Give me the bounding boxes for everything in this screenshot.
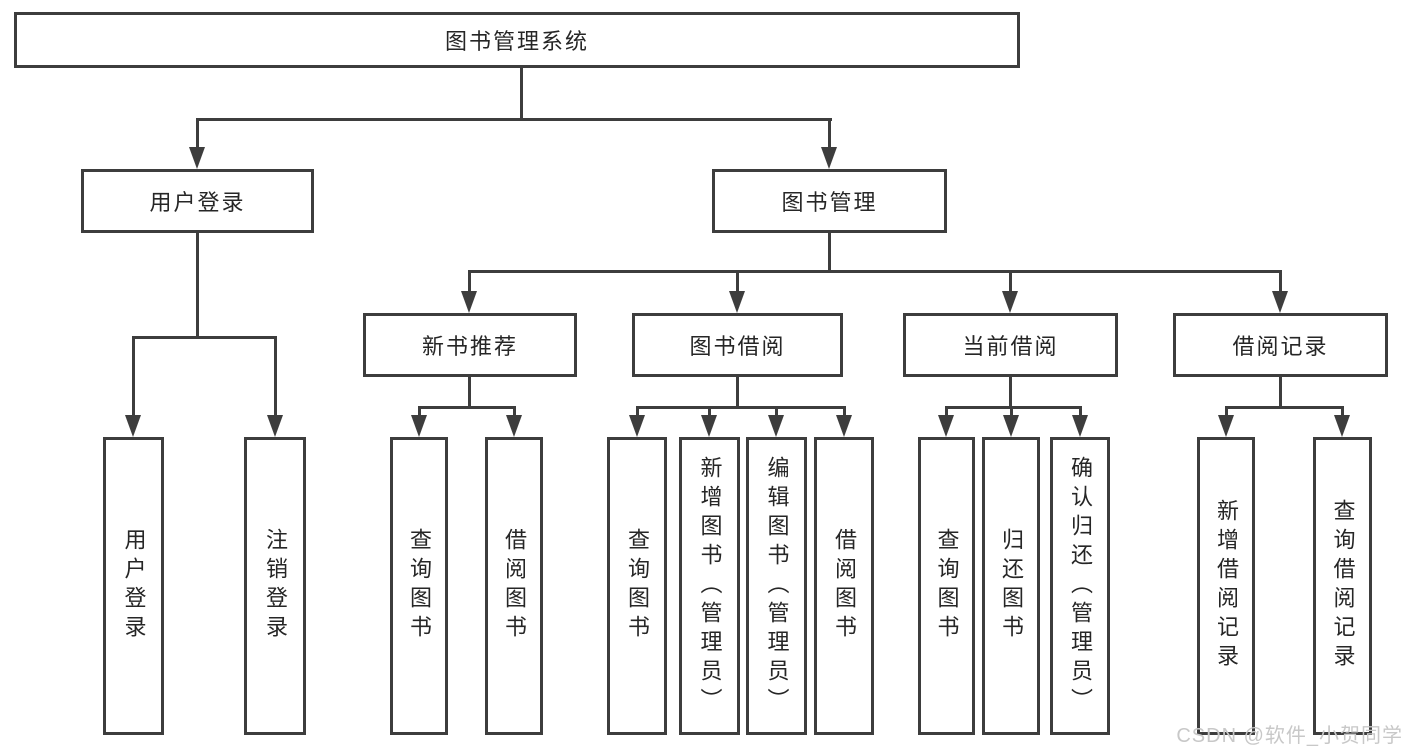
leaf-add-borrow-record: 新增借阅记录	[1197, 437, 1255, 735]
connector-borrow-drop-4	[843, 406, 846, 423]
node-new-book-recommendation: 新书推荐	[363, 313, 577, 377]
connector-borrow-drop-2	[708, 406, 711, 423]
node-book-management: 图书管理	[712, 169, 947, 233]
connector-book-mgmt-drop-2	[736, 270, 739, 297]
connector-user-login-drop-2	[274, 336, 277, 419]
leaf-borrow-books-recommend: 借阅图书	[485, 437, 543, 735]
leaf-label: 用户登录	[121, 528, 147, 644]
arrowhead-down	[1002, 291, 1018, 313]
connector-borrow-drop-3	[775, 406, 778, 423]
leaf-query-books-borrow: 查询图书	[607, 437, 667, 735]
leaf-return-books: 归还图书	[982, 437, 1040, 735]
leaf-confirm-return-admin: 确认归还（管理员）	[1050, 437, 1110, 735]
arrowhead-down	[629, 415, 645, 437]
arrowhead-down	[461, 291, 477, 313]
connector-borrow-drop-1	[636, 406, 639, 423]
arrowhead-down	[768, 415, 784, 437]
connector-root-rail	[196, 118, 832, 121]
leaf-label: 新增借阅记录	[1214, 499, 1239, 673]
arrowhead-down	[938, 415, 954, 437]
connector-book-mgmt-drop-3	[1009, 270, 1012, 297]
node-book-borrowing: 图书借阅	[632, 313, 843, 377]
connector-records-stem	[1279, 376, 1282, 409]
connector-user-login-stem	[196, 233, 199, 338]
connector-current-drop-2	[1010, 406, 1013, 423]
leaf-label: 注销登录	[263, 528, 288, 644]
node-label: 用户登录	[149, 190, 246, 215]
leaf-logout: 注销登录	[244, 437, 306, 735]
node-label: 图书管理	[781, 190, 878, 215]
node-label: 当前借阅	[962, 334, 1059, 359]
connector-records-drop-2	[1341, 406, 1344, 423]
connector-current-stem	[1009, 376, 1012, 409]
arrowhead-down	[1272, 291, 1288, 313]
leaf-label: 新增图书（管理员）	[697, 455, 723, 717]
node-label: 新书推荐	[421, 334, 518, 359]
connector-book-mgmt-rail	[468, 270, 1282, 273]
leaf-borrow-books: 借阅图书	[814, 437, 874, 735]
leaf-label: 归还图书	[999, 528, 1024, 644]
watermark: CSDN @软件_小贺同学	[1176, 725, 1403, 747]
connector-root-stem	[520, 68, 523, 121]
connector-current-drop-1	[945, 406, 948, 423]
node-current-borrowing: 当前借阅	[903, 313, 1118, 377]
arrowhead-down	[125, 415, 141, 437]
connector-borrow-stem	[736, 376, 739, 409]
connector-book-mgmt-drop-1	[468, 270, 471, 297]
leaf-query-books-recommend: 查询图书	[390, 437, 448, 735]
arrowhead-down	[821, 147, 837, 169]
connector-records-drop-1	[1225, 406, 1228, 423]
leaf-label: 编辑图书（管理员）	[764, 455, 790, 717]
node-label: 借阅记录	[1232, 334, 1329, 359]
leaf-user-login: 用户登录	[103, 437, 164, 735]
node-borrowing-records: 借阅记录	[1173, 313, 1388, 377]
connector-current-drop-3	[1079, 406, 1082, 423]
connector-root-drop-left	[196, 118, 199, 151]
leaf-add-books-admin: 新增图书（管理员）	[679, 437, 740, 735]
arrowhead-down	[1072, 415, 1088, 437]
connector-recommend-drop-2	[513, 406, 516, 423]
connector-recommend-stem	[468, 376, 471, 409]
leaf-query-books-current: 查询图书	[918, 437, 975, 735]
arrowhead-down	[836, 415, 852, 437]
leaf-label: 查询图书	[625, 528, 650, 644]
leaf-label: 查询借阅记录	[1330, 499, 1356, 673]
connector-recommend-drop-1	[418, 406, 421, 423]
node-library-management-system: 图书管理系统	[14, 12, 1020, 68]
leaf-label: 查询图书	[934, 528, 960, 644]
leaf-label: 确认归还（管理员）	[1068, 455, 1093, 717]
arrowhead-down	[729, 291, 745, 313]
arrowhead-down	[506, 415, 522, 437]
connector-book-mgmt-drop-4	[1279, 270, 1282, 297]
connector-borrow-rail	[637, 406, 845, 409]
connector-records-rail	[1226, 406, 1343, 409]
arrowhead-down	[1334, 415, 1350, 437]
arrowhead-down	[1003, 415, 1019, 437]
leaf-label: 查询图书	[407, 528, 432, 644]
leaf-query-borrow-record: 查询借阅记录	[1313, 437, 1372, 735]
arrowhead-down	[1218, 415, 1234, 437]
arrowhead-down	[189, 147, 205, 169]
node-label: 图书借阅	[689, 334, 786, 359]
connector-root-drop-right	[828, 118, 831, 151]
arrowhead-down	[701, 415, 717, 437]
connector-user-login-rail	[132, 336, 277, 339]
arrowhead-down	[411, 415, 427, 437]
arrowhead-down	[267, 415, 283, 437]
connector-recommend-rail	[419, 406, 515, 409]
connector-book-mgmt-stem	[828, 233, 831, 272]
leaf-label: 借阅图书	[832, 528, 857, 644]
node-user-login: 用户登录	[81, 169, 314, 233]
connector-current-rail	[946, 406, 1081, 409]
node-label: 图书管理系统	[444, 29, 589, 54]
connector-user-login-drop-1	[132, 336, 135, 419]
leaf-edit-books-admin: 编辑图书（管理员）	[746, 437, 807, 735]
leaf-label: 借阅图书	[502, 528, 527, 644]
